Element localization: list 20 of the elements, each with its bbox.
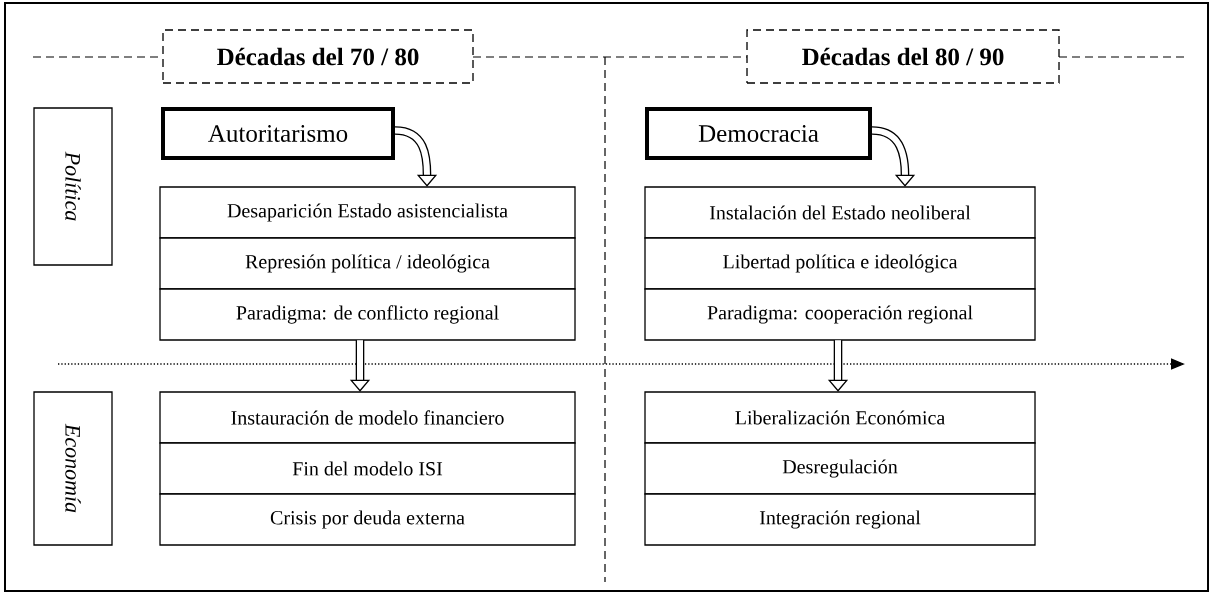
table-cell: Libertad política e ideológica [644,237,1036,290]
table-cell: Desregulación [644,442,1036,495]
arrow [394,126,438,187]
process-box: Autoritarismo [161,107,395,160]
table-cell: Paradigma: de conflicto regional [159,288,576,341]
process-box: Democracia [645,107,872,160]
arrow [871,126,916,187]
table-cell: Paradigma: cooperación regional [644,288,1036,341]
side-label: Economía [33,391,113,546]
table-cell: Fin del modelo ISI [159,442,576,495]
table-cell: Desaparición Estado asistencialista [159,186,576,239]
table-cell: Crisis por deuda externa [159,493,576,546]
table-cell: Integración regional [644,493,1036,546]
heading-box: Décadas del 70 / 80 [162,29,474,84]
table-cell: Instauración de modelo financiero [159,391,576,444]
heading-box: Décadas del 80 / 90 [746,29,1060,84]
table-cell: Represión política / ideológica [159,237,576,290]
table-cell: Liberalización Económica [644,391,1036,444]
side-label: Política [33,107,113,266]
table-cell: Instalación del Estado neoliberal [644,186,1036,239]
